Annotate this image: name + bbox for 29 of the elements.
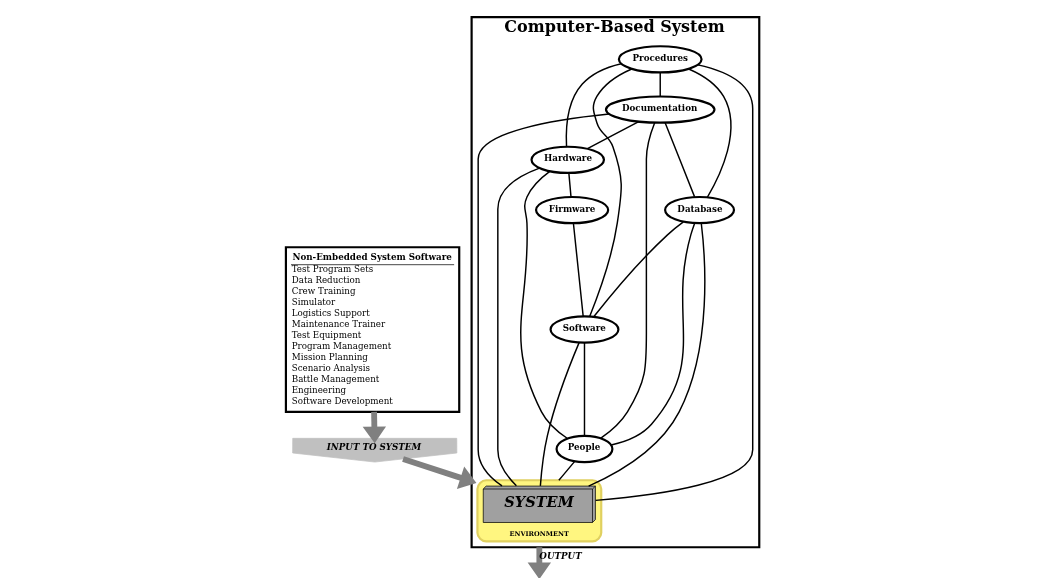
- connector: [687, 68, 732, 198]
- connector: [519, 170, 568, 440]
- node-ellipse: Documentation: [604, 95, 716, 124]
- connector: [659, 71, 661, 97]
- node-ellipse: Software: [549, 315, 619, 344]
- connector: [567, 172, 572, 198]
- node-ellipse: Procedures: [617, 45, 703, 74]
- connector: [592, 221, 684, 318]
- connector: [476, 113, 610, 487]
- connector: [496, 167, 540, 487]
- connector: [572, 222, 584, 317]
- node-box: Non-Embedded System Software Test Program Sets Data Reduction Crew Training Simulator Logistics Support Maintenance Trainer Test Equipment Program Management Mission Planning Scenario Analysis Battle Management Engineering Software Development: [284, 246, 460, 413]
- edge-label: OUTPUT: [538, 551, 582, 562]
- node-ellipse: People: [555, 434, 613, 464]
- connector: [583, 341, 585, 437]
- connector: [599, 121, 655, 439]
- node-ellipse: Hardware: [529, 145, 605, 175]
- connector: [594, 64, 753, 502]
- connector: [586, 120, 639, 150]
- connector: [588, 68, 632, 318]
- node-ellipse: Firmware: [534, 195, 609, 225]
- connector: [610, 222, 695, 446]
- connector: [539, 341, 580, 487]
- connector: [587, 222, 705, 487]
- connector: [557, 460, 575, 481]
- connector: [663, 121, 695, 198]
- node-ellipse: Database: [663, 195, 735, 225]
- connector: [565, 63, 622, 148]
- arrow: [401, 456, 476, 489]
